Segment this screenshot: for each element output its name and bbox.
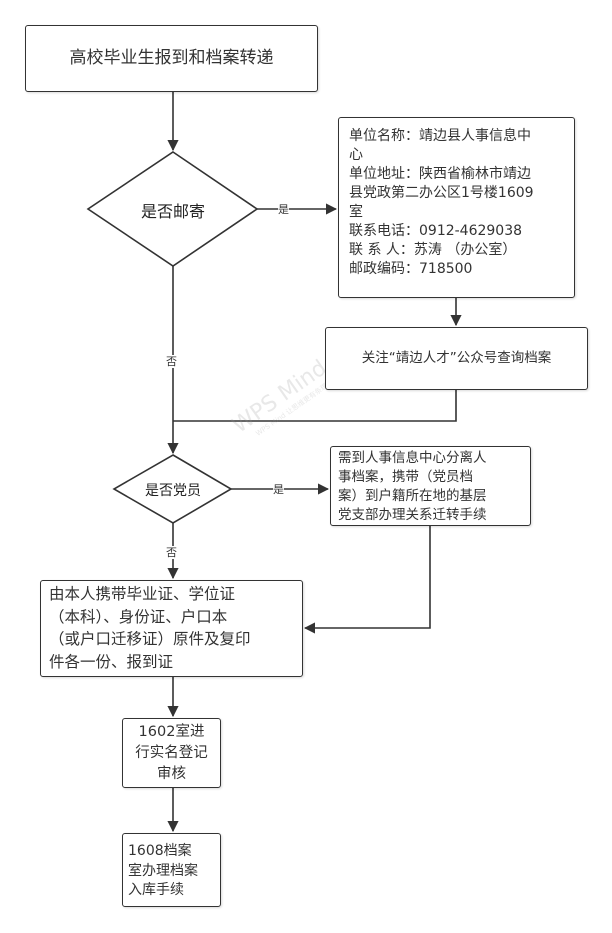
party-transfer-line: 事档案，携带（党员档 xyxy=(338,469,473,485)
register-1602-line: 行实名登记 xyxy=(135,745,208,761)
address-line: 邮政编码：718500 xyxy=(349,261,473,277)
edge-transfer-to-documents xyxy=(303,526,431,634)
edge-label-mail-yes: 是 xyxy=(278,203,289,216)
decision-party-label: 是否党员 xyxy=(145,483,201,499)
bring-documents-node: 由本人携带毕业证、学位证 （本科）、身份证、户口本 （或户口迁移证）原件及复印 … xyxy=(40,580,303,677)
edge-label-party-yes: 是 xyxy=(273,483,284,496)
archive-1608-node: 1608档案 室办理档案 入库手续 xyxy=(122,833,221,907)
party-transfer-node: 需到人事信息中心分离人 事档案，携带（党员档 案）到户籍所在地的基层 党支部办理… xyxy=(330,446,531,526)
documents-line: （或户口迁移证）原件及复印 xyxy=(49,630,251,648)
follow-wechat-node: 关注“靖边人才”公众号查询档案 xyxy=(325,327,588,390)
archive-1608-line: 室办理档案 xyxy=(128,862,198,879)
archive-1608-line: 1608档案 xyxy=(128,843,192,859)
address-line: 县党政第二办公区1号楼1609 xyxy=(349,185,534,201)
address-line: 室 xyxy=(349,204,363,220)
start-node-label: 高校毕业生报到和档案转递 xyxy=(69,48,274,68)
party-transfer-line: 需到人事信息中心分离人 xyxy=(338,450,487,466)
address-info-node: 单位名称：靖边县人事信息中 心 单位地址：陕西省榆林市靖边 县党政第二办公区1号… xyxy=(338,117,575,298)
party-transfer-line: 案）到户籍所在地的基层 xyxy=(338,488,487,504)
party-transfer-line: 党支部办理关系迁转手续 xyxy=(338,507,487,523)
address-line: 单位名称：靖边县人事信息中 xyxy=(349,128,531,144)
documents-line: 件各一份、报到证 xyxy=(49,652,174,671)
decision-mail-label: 是否邮寄 xyxy=(140,202,205,221)
address-line: 单位地址：陕西省榆林市靖边 xyxy=(349,166,531,182)
register-1602-node: 1602室进 行实名登记 审核 xyxy=(122,718,221,788)
register-1602-line: 1602室进 xyxy=(138,724,205,740)
follow-wechat-label: 关注“靖边人才”公众号查询档案 xyxy=(361,350,552,366)
address-line: 心 xyxy=(349,147,363,163)
edge-label-party-no: 否 xyxy=(166,546,177,559)
edge-label-mail-no: 否 xyxy=(166,355,177,368)
edge-wechat-merge xyxy=(173,390,457,422)
address-line: 联 系 人：苏涛 （办公室） xyxy=(349,242,517,258)
address-line: 联系电话：0912-4629038 xyxy=(349,223,523,239)
documents-line: （本科）、身份证、户口本 xyxy=(49,607,228,626)
archive-1608-line: 入库手续 xyxy=(128,882,184,898)
documents-line: 由本人携带毕业证、学位证 xyxy=(49,585,236,603)
register-1602-line: 审核 xyxy=(157,766,186,782)
start-node: 高校毕业生报到和档案转递 xyxy=(25,25,318,92)
